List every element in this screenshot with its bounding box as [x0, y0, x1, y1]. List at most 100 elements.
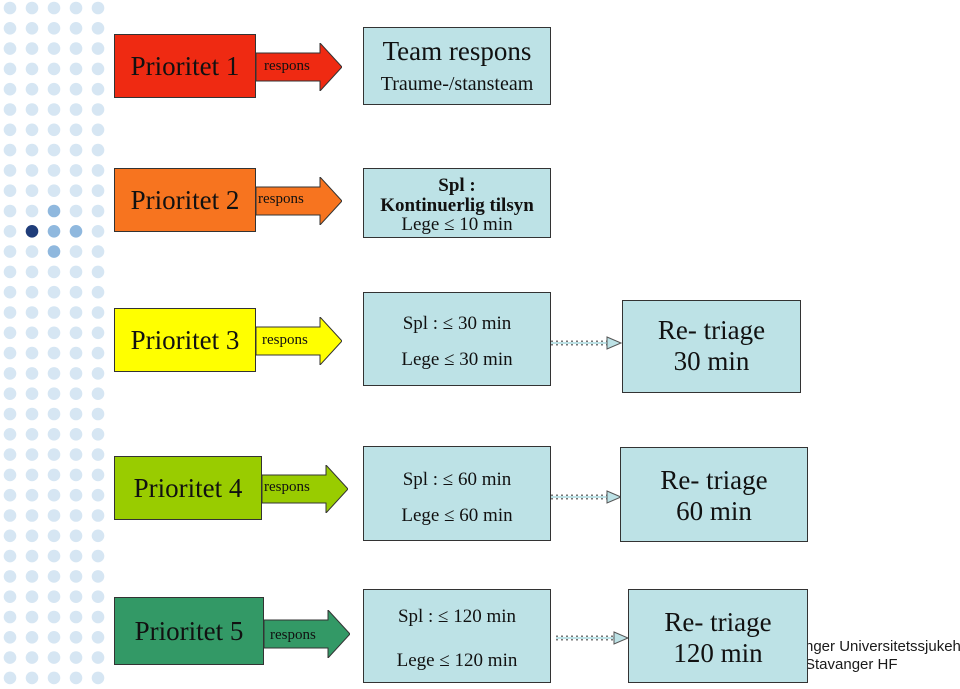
retriage-line: Re- triage [657, 315, 766, 345]
decor-dot [69, 428, 83, 441]
decor-dot [3, 103, 17, 116]
info-line: Traume-/stansteam [380, 73, 534, 95]
decor-dot [91, 164, 105, 177]
decor-dot [91, 62, 105, 76]
decor-dot [91, 265, 105, 279]
decor-dot [3, 245, 17, 258]
decor-dot [91, 488, 105, 502]
decor-dot [3, 326, 17, 340]
decor-dot [69, 184, 83, 197]
priority-3-retriage-box: Re- triage 30 min [622, 300, 801, 393]
decor-dot [25, 22, 39, 35]
decor-dot [69, 306, 83, 319]
organization-name-line1: nger Universitetssjukehus [805, 638, 960, 655]
decor-dot [25, 204, 39, 218]
response-label: respons [258, 191, 304, 207]
decor-dot [47, 164, 61, 177]
decor-dot [91, 529, 105, 543]
decor-dot [69, 265, 83, 279]
decor-dot [25, 346, 39, 360]
decor-dot [91, 570, 105, 583]
priority-1-info-box: Team respons Traume-/stansteam [363, 27, 551, 105]
decor-dot [69, 204, 83, 218]
decor-dot [25, 631, 39, 644]
decor-dot [25, 143, 39, 157]
decor-dot [3, 1, 17, 15]
decor-dot [47, 488, 61, 502]
decor-dot [47, 590, 61, 603]
decor-dot [25, 509, 39, 522]
decor-dot [69, 488, 83, 502]
arrow-shape [264, 610, 350, 658]
decor-dot [47, 204, 61, 218]
priority-3-label: Prioritet 3 [130, 324, 240, 355]
decor-dot [3, 651, 17, 664]
decor-dot [25, 62, 39, 76]
decor-dot [47, 651, 61, 664]
decor-dot [91, 184, 105, 197]
decor-dot [91, 610, 105, 624]
info-line: Kontinuerlig tilsyn [380, 195, 534, 216]
decor-dot [3, 123, 17, 137]
decor-dot [47, 529, 61, 543]
decor-dot [3, 549, 17, 563]
info-line: Spl : ≤ 120 min [397, 606, 517, 627]
decor-dot [47, 570, 61, 583]
decor-dot [69, 245, 83, 258]
decor-dot [25, 367, 39, 380]
decor-dot [25, 387, 39, 401]
priority-2-response-arrow: respons [256, 177, 342, 225]
priority-1-box: Prioritet 1 [114, 34, 256, 98]
decor-dot [3, 570, 17, 583]
decor-dot [47, 387, 61, 401]
decor-dot [25, 1, 39, 15]
decor-dot [91, 204, 105, 218]
decor-dot [25, 123, 39, 137]
info-line: Spl : ≤ 30 min [402, 313, 512, 334]
priority-3-info-box: Spl : ≤ 30 min Lege ≤ 30 min [363, 292, 551, 386]
decor-dot [91, 42, 105, 55]
decor-dot [91, 103, 105, 116]
decor-dot [91, 1, 105, 15]
priority-3-box: Prioritet 3 [114, 308, 256, 372]
decor-dot [47, 326, 61, 340]
decor-dot [91, 123, 105, 137]
decor-dot [25, 488, 39, 502]
decor-dot [47, 367, 61, 380]
decor-dot [25, 570, 39, 583]
priority-4-retriage-box: Re- triage 60 min [620, 447, 808, 542]
decor-dot [47, 143, 61, 157]
dot-pattern [3, 1, 105, 685]
dotted-arrow [556, 631, 630, 645]
decor-dot [47, 671, 61, 685]
decor-dot [91, 631, 105, 644]
decor-dot [91, 82, 105, 96]
decor-dot [69, 143, 83, 157]
decor-dot [69, 631, 83, 644]
decor-dot [69, 570, 83, 583]
decor-dot [3, 143, 17, 157]
decor-dot [91, 671, 105, 685]
decor-dot [3, 204, 17, 218]
decor-dot [91, 387, 105, 401]
decor-dot [91, 428, 105, 441]
decor-dot [3, 428, 17, 441]
decor-dot [3, 82, 17, 96]
decor-dot [3, 367, 17, 380]
decor-dot [91, 407, 105, 421]
retriage-line: Re- triage [664, 607, 772, 637]
response-label: respons [270, 627, 316, 643]
priority-5-response-arrow: respons [264, 610, 350, 658]
decor-dot [91, 367, 105, 380]
decor-dot [25, 42, 39, 55]
dotted-arrow [551, 490, 623, 504]
decor-dot [47, 468, 61, 482]
info-line: Spl : [438, 175, 476, 196]
decor-dot [25, 651, 39, 664]
decor-dot [3, 225, 17, 238]
decor-dot [91, 143, 105, 157]
decor-dot [69, 367, 83, 380]
decor-dot [69, 346, 83, 360]
decor-dot [47, 103, 61, 116]
info-line: Lege ≤ 120 min [396, 650, 518, 671]
